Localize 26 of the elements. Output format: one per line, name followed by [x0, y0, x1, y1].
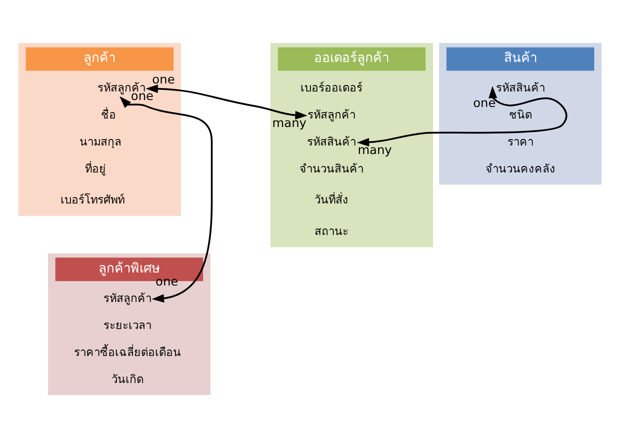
label: many	[358, 143, 392, 158]
node-text: ชนิด	[508, 108, 532, 122]
node-text: จำนวนสินค้า	[300, 162, 364, 176]
node-text: รหัสลูกค้า	[103, 292, 152, 305]
node-text: สถานะ	[314, 224, 349, 238]
node-text: รหัสสินค้า	[496, 82, 545, 95]
node-text: เบอร์โทรศัพท์	[60, 194, 125, 207]
label: one	[152, 72, 175, 86]
node-text: ราคาซื้อเฉลี่ยต่อเดือน	[74, 346, 181, 359]
node-text: วันเกิด	[111, 372, 144, 386]
node-text: ระยะเวลา	[103, 318, 152, 332]
arrow	[120, 96, 213, 303]
node-text: รหัสลูกค้า	[97, 82, 146, 95]
node-text: วันที่สั่ง	[314, 194, 349, 207]
node-text: รหัสสินค้า	[307, 135, 356, 148]
node-text: นามสกุล	[80, 135, 122, 148]
node-text: เบอร์ออเดอร์	[300, 82, 363, 95]
arrow	[146, 84, 308, 120]
node-text: ชื่อ	[100, 108, 116, 122]
node-text: ราคา	[507, 135, 534, 148]
label: one	[473, 96, 496, 110]
node-text: รหัสลูกค้า	[308, 108, 356, 122]
node-text: ที่อยู่	[84, 162, 106, 176]
node-text: จำนวนคงคลัง	[485, 162, 556, 176]
arrow	[356, 86, 568, 147]
label: many	[272, 116, 307, 130]
